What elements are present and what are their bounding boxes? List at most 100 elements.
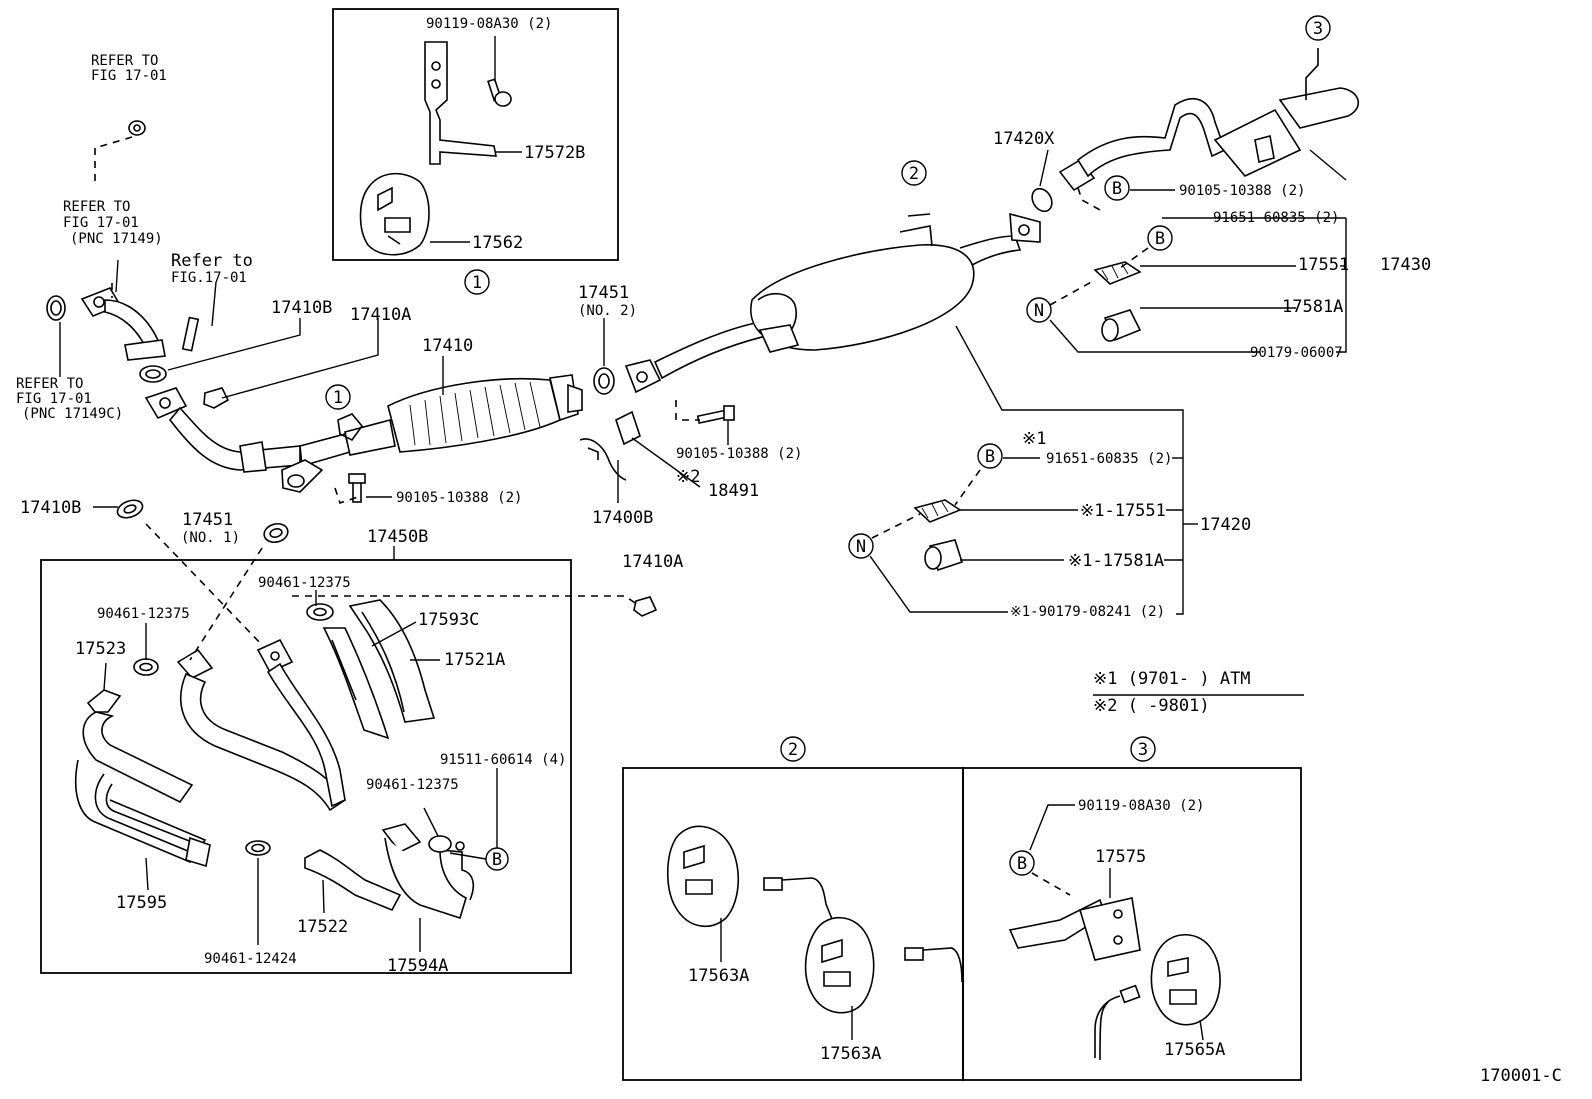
lb-clamp-90461-b [306, 603, 334, 621]
label-90105-right: 90105-10388 (2) [1179, 183, 1305, 199]
callout-3-top: 3 [1305, 15, 1331, 41]
box3-stud [1094, 984, 1141, 1061]
svg-text:1: 1 [333, 388, 343, 408]
callout-3-box: 3 [1130, 736, 1156, 762]
lb-heat-shield-17594a [384, 837, 475, 920]
label-90179-top: 90179-06007 [1250, 345, 1343, 361]
box3-label-17575: 17575 [1095, 847, 1146, 867]
callout-b-17420: B [977, 443, 1003, 469]
legend-line1: ※1 (9701- ) ATM [1093, 669, 1251, 689]
label-90105-low: 90105-10388 (2) [396, 490, 522, 506]
refer-small-line2: FIG.17-01 [171, 270, 247, 286]
callout-1-top: 1 [464, 269, 490, 295]
svg-text:3: 3 [1138, 740, 1148, 760]
label-17430: 17430 [1380, 255, 1431, 275]
box3-bracket-17575 [1008, 897, 1141, 961]
svg-text:B: B [985, 447, 995, 467]
bracket-17551-top [1093, 261, 1142, 285]
lb-pipe-17593c [322, 627, 390, 740]
lower-left-box [40, 559, 572, 974]
center-pipe-muffler-17420 [624, 212, 1041, 394]
gasket-17149c [46, 295, 66, 321]
gasket-17451-no1 [263, 522, 289, 544]
box1-bracket-17572b [424, 41, 497, 165]
lb-label-17593c: 17593C [418, 610, 479, 630]
refer-mid-line2: FIG 17-01 [63, 215, 139, 231]
label-90179-low: ※1-90179-08241 (2) [1010, 604, 1165, 620]
svg-text:B: B [1017, 854, 1027, 874]
label-mark1-top: ※1 [1022, 429, 1046, 449]
lb-heat-shield-17521a [348, 599, 436, 723]
label-17410a-top: 17410A [350, 305, 411, 325]
box2-hanger-17563a-b [804, 916, 875, 1014]
callout-2-top: 2 [901, 160, 927, 186]
lb-clamp-90461-c [428, 835, 465, 853]
box2-label-17563a-b: 17563A [820, 1044, 881, 1064]
lb-pipe-17450b-main [176, 638, 347, 812]
gasket-17451-no2 [593, 367, 615, 395]
nut-17410a-top [203, 387, 230, 409]
svg-text:B: B [1155, 229, 1165, 249]
detail-box-1 [332, 8, 619, 261]
callout-b-91511: B [485, 847, 509, 871]
callout-1-inline: 1 [325, 384, 351, 410]
lb-label-17521a: 17521A [444, 650, 505, 670]
svg-text:1: 1 [472, 273, 482, 293]
svg-text:B: B [1112, 179, 1122, 199]
svg-text:2: 2 [788, 740, 798, 760]
lb-pipe-17522 [304, 823, 422, 912]
label-17581a-top: 17581A [1282, 297, 1343, 317]
nut-17410a-right [633, 596, 658, 617]
label-17420x: 17420X [993, 129, 1055, 149]
lb-label-90461-c: 90461-12375 [366, 777, 459, 793]
label-17451-no2-b: (NO. 2) [578, 303, 637, 319]
box3-label-17565a: 17565A [1164, 1040, 1225, 1060]
label-18491-mark: ※2 [676, 467, 700, 487]
refer-mid-line3: (PNC 17149) [70, 231, 163, 247]
callout-b-box3: B [1009, 850, 1035, 876]
callout-n-17420: N [848, 533, 874, 559]
lb-clamp-90461-a [133, 658, 159, 676]
box1-bolt [487, 78, 512, 107]
gasket-17410b-left [116, 499, 144, 519]
lb-label-17523: 17523 [75, 639, 126, 659]
figure-code: 170001-C [1480, 1066, 1562, 1086]
label-17410b-top: 17410B [271, 298, 332, 318]
lb-label-90461-b: 90461-12375 [258, 575, 351, 591]
legend-line2: ※2 ( -9801) [1093, 696, 1210, 716]
label-18491: 18491 [708, 481, 759, 501]
label-17551-top: 17551 [1298, 255, 1349, 275]
bracket-17400b [579, 438, 627, 481]
label-90105-mid: 90105-10388 (2) [676, 446, 802, 462]
label-17450b: 17450B [367, 527, 428, 547]
front-pipe-17149 [80, 287, 166, 361]
label-17451-no2-a: 17451 [578, 283, 629, 303]
lb-label-17595: 17595 [116, 893, 167, 913]
gasket-17420x [1031, 187, 1053, 213]
svg-text:N: N [856, 537, 866, 557]
bolt-90105-mid [696, 405, 735, 424]
lb-label-90461-12424: 90461-12424 [204, 951, 297, 967]
box2-stud-b [904, 947, 963, 983]
lb-label-17522: 17522 [297, 917, 348, 937]
label-17581a-low: ※1-17581A [1068, 551, 1164, 571]
nut-refer-fig [128, 120, 146, 136]
svg-text:3: 3 [1313, 19, 1323, 39]
bolt-90105-low [348, 473, 366, 503]
detail-box-3 [962, 767, 1302, 1081]
refer-top-line2: FIG 17-01 [91, 68, 167, 84]
label-17451-no1-a: 17451 [182, 510, 233, 530]
refer-left-line2: FIG 17-01 [16, 391, 92, 407]
callout-b-17420x: B [1104, 175, 1130, 201]
callout-b-17430: B [1147, 225, 1173, 251]
label-17420: 17420 [1200, 515, 1251, 535]
label-17451-no1-b: (NO. 1) [181, 530, 240, 546]
label-91651-low: 91651-60835 (2) [1046, 451, 1172, 467]
box1-label-90119: 90119-08A30 (2) [426, 16, 552, 32]
lb-label-17594a: 17594A [387, 956, 448, 976]
gasket-17410b-top [139, 365, 167, 383]
inline-bracket [337, 413, 364, 442]
box2-label-17563a-a: 17563A [688, 966, 749, 986]
detail-box-2 [622, 767, 964, 1081]
lb-clamp-90461-12424 [245, 840, 271, 856]
